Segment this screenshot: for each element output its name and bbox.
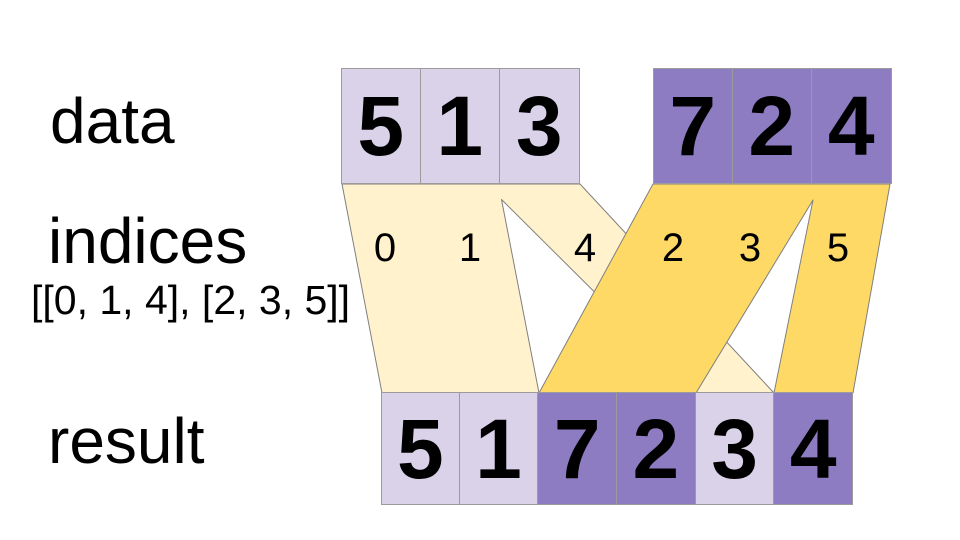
data-cell-value: 5 (357, 79, 405, 173)
data-cell-value: 3 (515, 79, 563, 173)
data-cell-value: 4 (827, 79, 875, 173)
result-row: 5 1 7 2 3 4 (381, 392, 854, 505)
result-row-label: result (48, 405, 205, 477)
data-cell-value: 7 (669, 79, 717, 173)
result-cell-value: 5 (396, 401, 444, 496)
data-group-1: 5 1 3 (341, 68, 580, 184)
result-cell-value: 1 (475, 401, 522, 496)
data-group-2: 7 2 4 (653, 68, 892, 184)
data-cell-value: 2 (748, 79, 796, 173)
result-cell-value: 4 (789, 401, 837, 496)
result-cell-value: 3 (711, 401, 758, 496)
index-label: 2 (661, 226, 685, 270)
index-label: 3 (738, 226, 762, 270)
data-cell: 1 (420, 68, 500, 184)
result-cell-value: 7 (553, 401, 601, 496)
index-label: 0 (373, 226, 397, 270)
data-cell-value: 1 (436, 79, 484, 173)
data-cell: 2 (732, 68, 812, 184)
indices-row-label: indices (48, 205, 248, 277)
index-label: 1 (458, 226, 482, 270)
result-cell: 1 (459, 392, 539, 505)
data-cell: 7 (653, 68, 733, 184)
index-label: 5 (826, 226, 850, 270)
result-cell: 3 (695, 392, 775, 505)
data-cell: 3 (500, 68, 580, 184)
result-cell: 7 (538, 392, 618, 505)
result-cell: 5 (381, 392, 460, 505)
result-cell-value: 2 (632, 401, 680, 496)
result-cell: 4 (774, 392, 854, 505)
data-cell: 5 (341, 68, 421, 184)
index-label: 4 (573, 226, 597, 270)
data-row-label: data (50, 85, 175, 157)
result-cell: 2 (617, 392, 696, 505)
data-cell: 4 (812, 68, 892, 184)
indices-value-label: [[0, 1, 4], [2, 3, 5]] (31, 277, 351, 323)
